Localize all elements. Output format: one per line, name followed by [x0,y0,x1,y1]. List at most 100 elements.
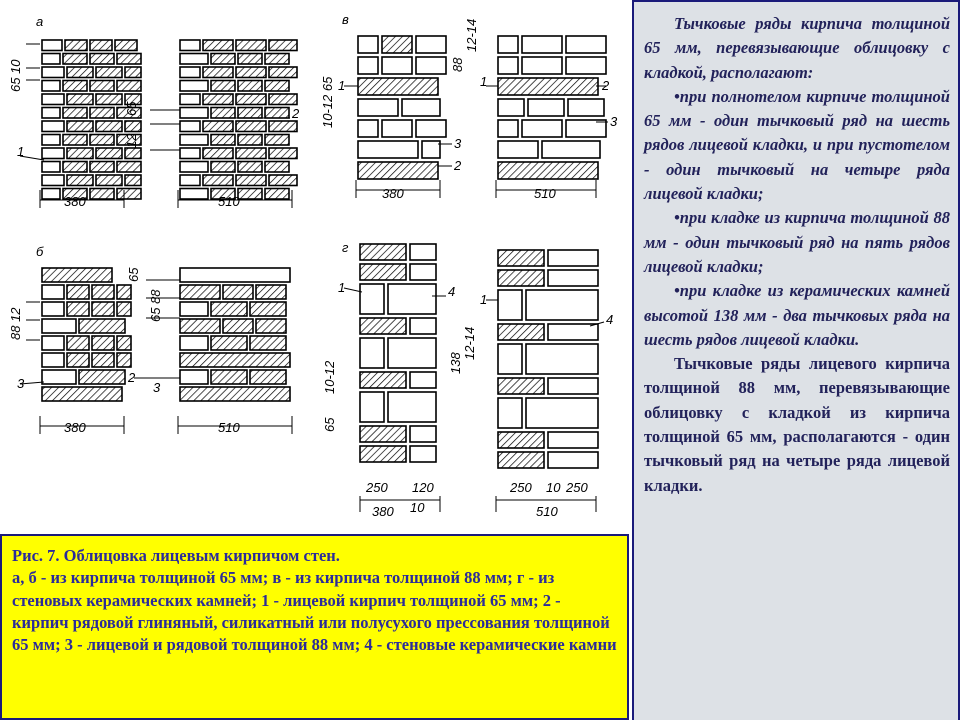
brick [179,335,209,351]
brick [497,35,519,54]
brick [387,337,437,369]
brick [357,77,439,96]
figure-caption: Рис. 7. Облицовка лицевым кирпичом стен.… [0,534,629,720]
brick [64,39,88,52]
dim-a-mid: 65 [124,101,139,116]
brick [66,93,94,106]
brick [91,352,115,368]
brick [62,133,88,146]
brick [235,66,267,79]
brick [116,284,132,300]
brick [124,120,142,133]
brick [89,106,115,119]
brick [268,174,298,187]
callout-1-v2: 1 [480,74,487,89]
brick [547,249,599,267]
brick [222,318,254,334]
brick [264,52,290,65]
brick [210,106,236,119]
brick [357,119,379,138]
brick [179,160,209,173]
brick [41,147,65,160]
panel-label-a: а [36,14,43,29]
brick [95,120,123,133]
brick [222,284,254,300]
brick [409,371,437,389]
brick [415,35,447,54]
dim-a-w1: 380 [64,194,86,209]
brick [409,317,437,335]
brick [116,301,132,317]
dim-g-w-120: 120 [412,480,434,495]
dim-g-w-380: 380 [372,504,394,519]
leader-line [19,155,45,161]
brick [497,161,599,180]
brick [249,369,287,385]
brick [527,98,565,117]
leader-line [589,321,605,327]
brick [179,147,201,160]
brick [41,386,123,402]
brick [202,93,234,106]
brick [95,147,123,160]
brick [497,77,599,96]
brick [381,35,413,54]
brick [268,39,298,52]
callout-1-g2: 1 [480,292,487,307]
brick [202,66,234,79]
brick [359,283,385,315]
brick [210,301,248,317]
callout-3-b2: 3 [153,380,161,395]
brick [202,147,234,160]
brick [95,93,123,106]
panel-label-v: в [342,12,349,27]
dim-b-left: 88 12 [8,307,23,340]
brick [210,52,236,65]
brick [565,119,607,138]
brick [41,93,65,106]
brick [41,318,77,334]
brick [116,133,142,146]
brick [41,52,61,65]
brick [66,147,94,160]
brick [41,301,65,317]
brick [89,79,115,92]
brick [387,391,437,423]
brick [381,119,413,138]
brick [497,397,523,429]
brick [421,140,441,159]
brick [179,318,221,334]
brick [357,161,439,180]
brick [497,98,525,117]
callout-3-v2: 3 [610,114,618,129]
brick [357,56,379,75]
brick [124,66,142,79]
brick [237,187,263,200]
brick [210,160,236,173]
dim-g-w-510: 510 [536,504,558,519]
brick [415,56,447,75]
brick [66,352,90,368]
dim-v-top2: 12-14 [464,19,479,52]
brick [89,160,115,173]
dim-b-right: 65 88 [148,289,163,322]
dim-v-w2: 510 [534,186,556,201]
brick [179,106,209,119]
dim-b-top: 65 [126,267,141,282]
brick [116,335,132,351]
brick [66,174,94,187]
side-outro: Тычковые ряды лицевого кирпича толщиной … [644,354,950,495]
brick [66,66,94,79]
brick [409,243,437,261]
brick [124,147,142,160]
brick [41,160,61,173]
brick [497,377,545,395]
brick [264,187,290,200]
brick [179,133,209,146]
brick [359,337,385,369]
brick [179,386,291,402]
brick [409,445,437,463]
brick [78,369,126,385]
callout-2-v: 2 [453,158,462,173]
brick [179,79,209,92]
